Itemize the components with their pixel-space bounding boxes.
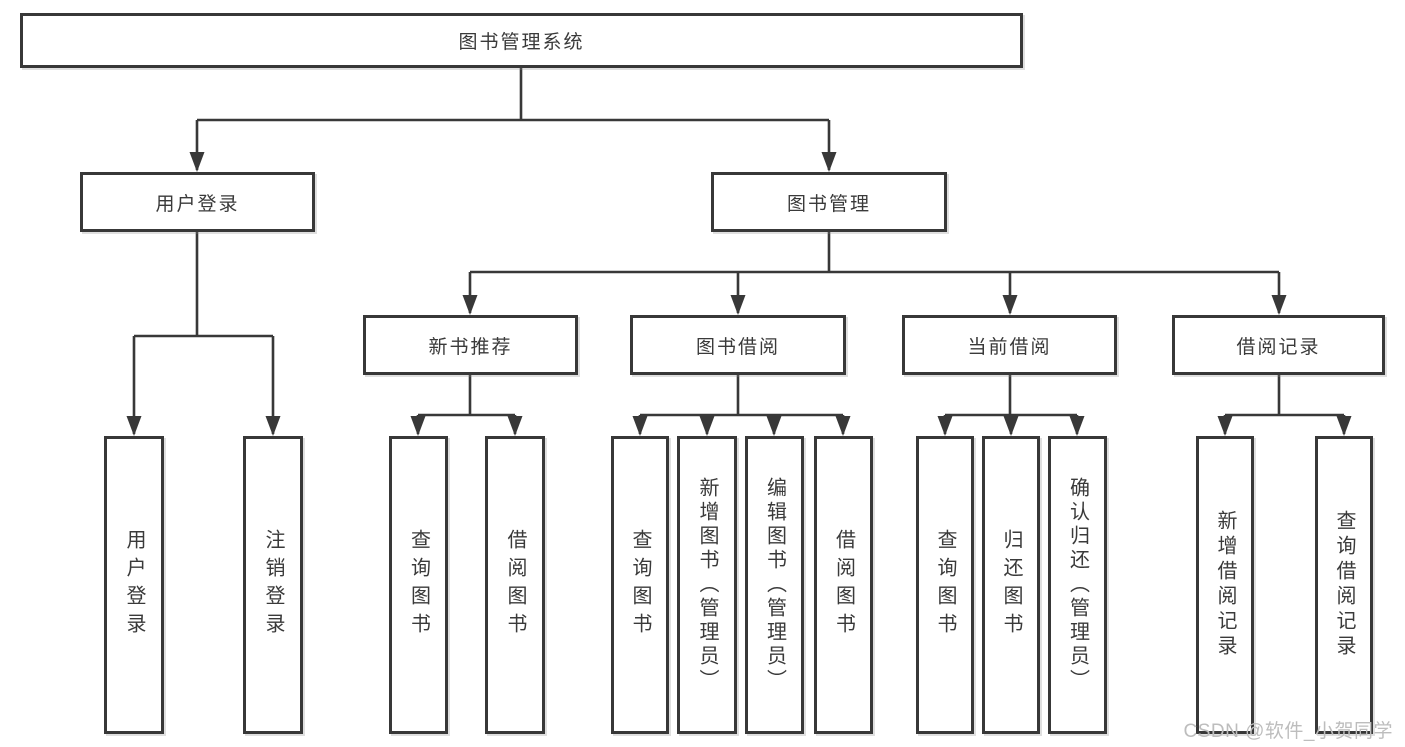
- leaf-edit-books-admin: 编辑图书（管理员）: [745, 436, 804, 734]
- leaf-query-books-recommend: 查询图书: [389, 436, 448, 734]
- node-current-borrowing: 当前借阅: [902, 315, 1117, 375]
- leaf-query-books-borrowing: 查询图书: [611, 436, 669, 734]
- leaf-confirm-return-admin: 确认归还（管理员）: [1048, 436, 1107, 734]
- leaf-return-books: 归还图书: [982, 436, 1040, 734]
- node-borrowing-records: 借阅记录: [1172, 315, 1385, 375]
- leaf-logout: 注销登录: [243, 436, 303, 734]
- csdn-watermark: CSDN @软件_小贺同学: [1183, 721, 1393, 742]
- leaf-add-books-admin: 新增图书（管理员）: [677, 436, 737, 734]
- node-label: 新书推荐: [428, 336, 513, 358]
- node-label: 图书管理系统: [458, 32, 585, 53]
- leaf-query-books-current: 查询图书: [916, 436, 974, 734]
- node-root-system: 图书管理系统: [20, 13, 1023, 68]
- leaf-borrow-books-borrowing: 借阅图书: [814, 436, 873, 734]
- node-label: 图书借阅: [695, 336, 780, 358]
- node-label: 图书管理: [786, 193, 871, 215]
- node-label: 借阅记录: [1236, 336, 1321, 358]
- node-user-login-branch: 用户登录: [80, 172, 315, 232]
- node-new-book-recommendation: 新书推荐: [363, 315, 578, 375]
- leaf-user-login: 用户登录: [104, 436, 164, 734]
- leaf-add-borrow-record: 新增借阅记录: [1196, 436, 1254, 734]
- leaf-query-borrow-record: 查询借阅记录: [1315, 436, 1373, 734]
- node-label: 当前借阅: [967, 336, 1052, 358]
- leaf-borrow-books-recommend: 借阅图书: [485, 436, 545, 734]
- node-book-management-branch: 图书管理: [711, 172, 947, 232]
- node-book-borrowing: 图书借阅: [630, 315, 846, 375]
- node-label: 用户登录: [155, 193, 240, 215]
